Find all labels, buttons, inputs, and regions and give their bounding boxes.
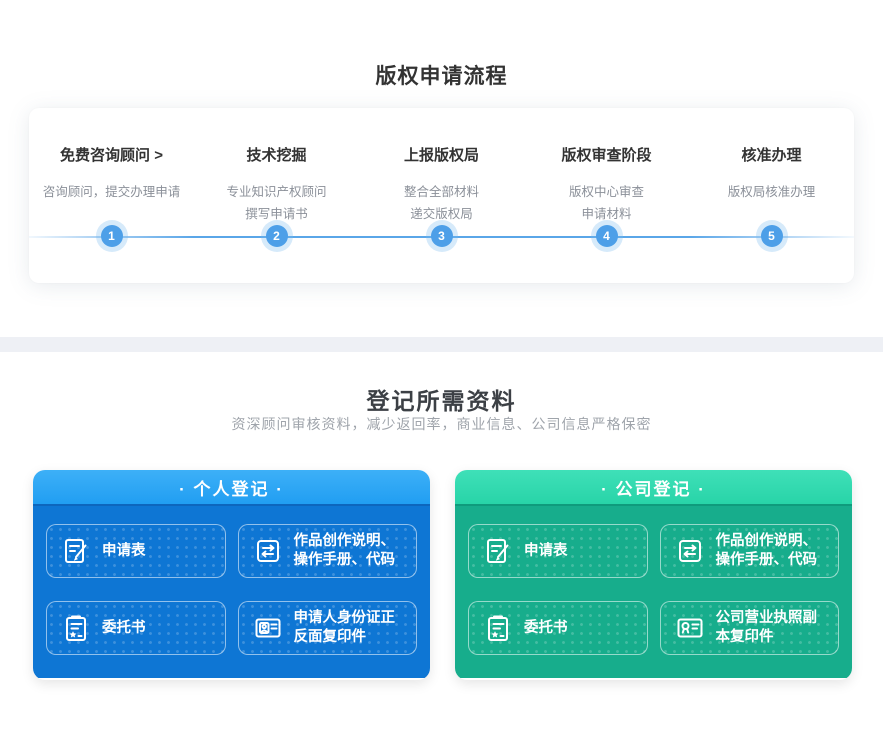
materials-section-subtitle: 资深顾问审核资料，减少返回率，商业信息、公司信息严格保密 <box>231 416 652 432</box>
flow-step-2-desc: 专业知识产权顾问 <box>226 185 327 199</box>
flow-step-3-dot: 3 <box>430 225 453 247</box>
flow-step-1-desc: 咨询顾问，提交办理申请 <box>42 185 181 199</box>
personal-item-id-copy: 申请人身份证正反面复印件 <box>237 601 417 655</box>
flow-step-5: 核准办理 版权局核准办理 <box>689 144 854 225</box>
item-label: 委托书 <box>102 619 146 636</box>
materials-section-title: 登记所需资料 <box>366 388 517 414</box>
company-registration-card: · 公司登记 · 申请表 作品创作说明、操作手册、代码 <box>455 470 852 680</box>
swap-arrows-icon <box>674 535 706 567</box>
flow-section-title: 版权申请流程 <box>375 65 508 88</box>
company-item-creation-docs: 作品创作说明、操作手册、代码 <box>659 524 839 578</box>
clipboard-star-icon <box>482 612 514 644</box>
item-label: 申请表 <box>102 542 146 559</box>
flow-step-5-title: 核准办理 <box>741 147 802 164</box>
flow-step-1-title[interactable]: 免费咨询顾问 > <box>60 147 163 164</box>
item-label: 作品创作说明、操作手册、代码 <box>293 533 396 568</box>
form-pen-icon <box>482 535 514 567</box>
personal-item-creation-docs: 作品创作说明、操作手册、代码 <box>237 524 417 578</box>
company-item-business-license-copy: 公司营业执照副本复印件 <box>659 601 839 655</box>
flow-step-4-title: 版权审查阶段 <box>561 147 652 164</box>
company-item-authorization-letter: 委托书 <box>468 601 648 655</box>
flow-steps-panel: 免费咨询顾问 > 咨询顾问，提交办理申请 技术挖掘 专业知识产权顾问 撰写申请书… <box>29 108 854 283</box>
personal-item-authorization-letter: 委托书 <box>46 601 226 655</box>
company-card-title: · 公司登记 · <box>455 470 852 506</box>
id-card-icon <box>252 612 284 644</box>
flow-step-2-dot: 2 <box>265 225 288 247</box>
flow-step-1-dot: 1 <box>100 225 123 247</box>
flow-step-4-dot: 4 <box>595 225 618 247</box>
flow-step-4: 版权审查阶段 版权中心审查 申请材料 <box>524 144 689 225</box>
company-item-application-form: 申请表 <box>468 524 648 578</box>
flow-step-2: 技术挖掘 专业知识产权顾问 撰写申请书 <box>194 144 359 225</box>
item-label: 公司营业执照副本复印件 <box>715 610 818 645</box>
company-card-body: 申请表 作品创作说明、操作手册、代码 委托书 <box>455 506 852 678</box>
flow-step-3-desc: 整合全部材料 <box>403 185 479 199</box>
flow-step-4-desc: 版权中心审查 <box>568 185 644 199</box>
personal-item-application-form: 申请表 <box>46 524 226 578</box>
swap-arrows-icon <box>252 535 284 567</box>
flow-step-1: 免费咨询顾问 > 咨询顾问，提交办理申请 <box>29 144 194 225</box>
license-seal-icon <box>674 612 706 644</box>
form-pen-icon <box>60 535 92 567</box>
flow-steps-row: 免费咨询顾问 > 咨询顾问，提交办理申请 技术挖掘 专业知识产权顾问 撰写申请书… <box>29 144 854 225</box>
item-label: 作品创作说明、操作手册、代码 <box>715 533 818 568</box>
flow-step-2-title: 技术挖掘 <box>246 147 307 164</box>
personal-registration-card: · 个人登记 · 申请表 作品创作说明、操作手册、代码 <box>33 470 430 680</box>
item-label: 委托书 <box>524 619 568 636</box>
personal-card-body: 申请表 作品创作说明、操作手册、代码 委托书 <box>33 506 430 678</box>
clipboard-star-icon <box>60 612 92 644</box>
flow-step-5-desc: 版权局核准办理 <box>727 185 816 199</box>
item-label: 申请表 <box>524 542 568 559</box>
item-label: 申请人身份证正反面复印件 <box>293 610 396 645</box>
flow-step-3: 上报版权局 整合全部材料 递交版权局 <box>359 144 524 225</box>
section-divider <box>0 337 883 352</box>
flow-step-3-title: 上报版权局 <box>403 147 479 164</box>
personal-card-title: · 个人登记 · <box>33 470 430 506</box>
flow-step-5-dot: 5 <box>760 225 783 247</box>
